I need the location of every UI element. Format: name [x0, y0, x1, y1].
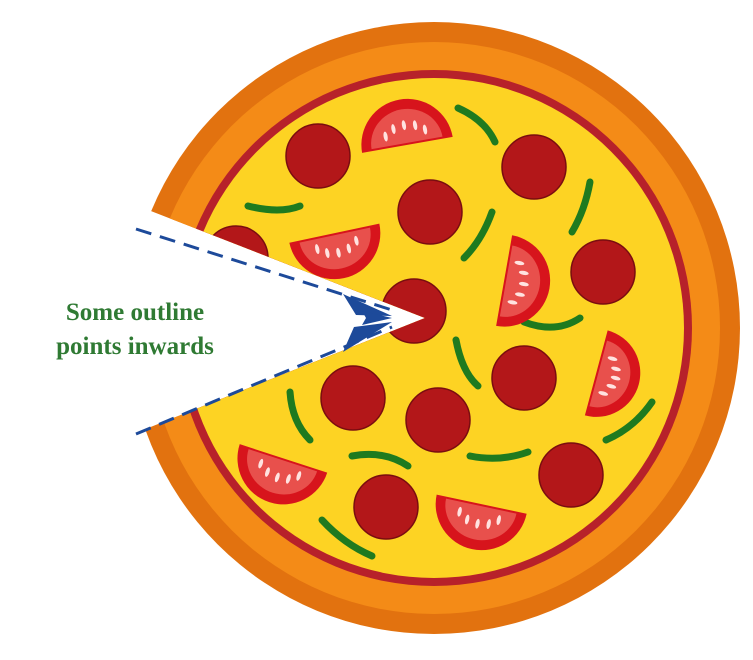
- tomato-slice: [361, 98, 453, 153]
- pepper-strip: [348, 450, 412, 470]
- pepper-strip: [466, 448, 532, 462]
- annotation-line-2: points inwards: [56, 333, 214, 360]
- pepperoni: [381, 278, 447, 344]
- pepperoni: [203, 225, 269, 291]
- outline-edge-upper: [135, 227, 393, 312]
- pepperoni: [491, 345, 557, 411]
- pepperoni-group: [203, 123, 636, 540]
- tomato-slice: [584, 330, 641, 417]
- annotation-label: Some outline points inwards: [10, 296, 260, 364]
- pizza-body: [128, 22, 740, 634]
- pepper-strips: [244, 104, 656, 560]
- pepper-strip: [318, 516, 376, 560]
- pepper-strip: [568, 178, 594, 236]
- pepper-strip: [452, 336, 482, 390]
- pepperoni: [501, 134, 567, 200]
- pepper-strip: [602, 398, 656, 444]
- arrowhead-icon: [343, 294, 392, 316]
- pepperoni: [570, 239, 636, 305]
- tomato-slice: [237, 444, 328, 505]
- arrowhead-icon: [343, 322, 392, 352]
- annotation-line-1: Some outline: [65, 299, 205, 326]
- pepper-strip: [244, 202, 304, 214]
- tomato-slice: [496, 235, 551, 327]
- pepperoni: [285, 123, 351, 189]
- pepperoni: [320, 365, 386, 431]
- pepper-strip: [286, 388, 314, 444]
- arrow-tip-icon: [362, 311, 392, 325]
- pepper-strip: [454, 104, 499, 146]
- pepperoni: [405, 387, 471, 453]
- pepperoni: [538, 442, 604, 508]
- pepperoni: [397, 179, 463, 245]
- pepperoni: [353, 474, 419, 540]
- tomato-slice: [289, 223, 381, 280]
- pepper-strip: [520, 314, 584, 331]
- pepper-strip: [460, 208, 496, 262]
- tomato-slice: [435, 494, 527, 551]
